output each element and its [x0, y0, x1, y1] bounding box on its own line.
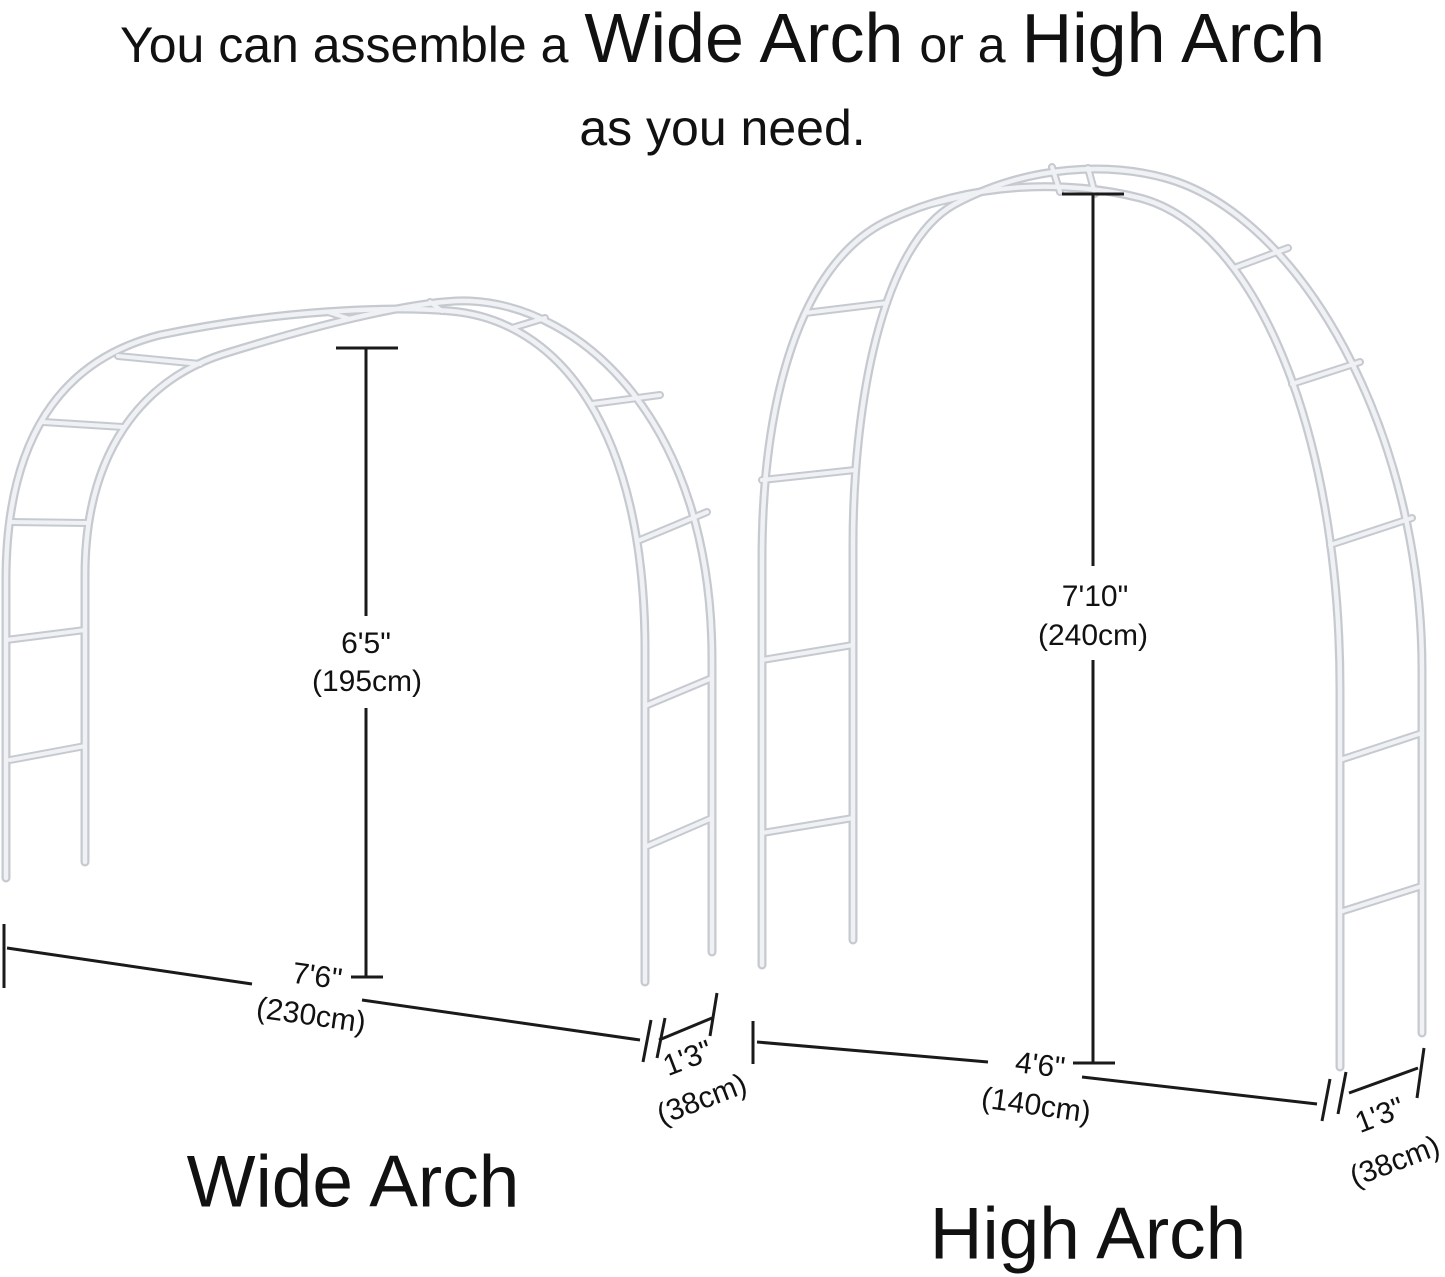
headline-high-arch: High Arch — [1021, 0, 1326, 77]
headline-part1: You can assemble a — [119, 17, 569, 73]
wide-arch-height-metric: (195cm) — [311, 665, 423, 698]
wide-width-dimension-line — [2, 924, 653, 1063]
high-depth-dimension-line — [1336, 1047, 1426, 1115]
headline-line2: as you need. — [579, 100, 866, 156]
high-width-dimension-line — [751, 1021, 1332, 1122]
wide-arch-width-value: 7'6" — [290, 956, 344, 997]
wide-arch-height-value: 6'5" — [341, 627, 391, 660]
high-height-dimension-line — [1062, 192, 1124, 1065]
wide-arch-label: Wide Arch — [186, 1141, 520, 1223]
high-arch-height-value: 7'10" — [1061, 580, 1129, 613]
high-arch-height-metric: (240cm) — [1037, 619, 1149, 652]
wide-height-dimension-line — [336, 346, 398, 979]
high-arch-width-value: 4'6" — [1013, 1046, 1067, 1085]
headline-part2: or a — [919, 17, 1006, 73]
high-arch-label: High Arch — [929, 1193, 1247, 1275]
dimension-lines — [2, 192, 1426, 1122]
wide-depth-dimension-line — [655, 992, 719, 1059]
headline: You can assemble a Wide Arch or a High A… — [0, 0, 1445, 77]
headline-wide-arch: Wide Arch — [584, 0, 904, 77]
